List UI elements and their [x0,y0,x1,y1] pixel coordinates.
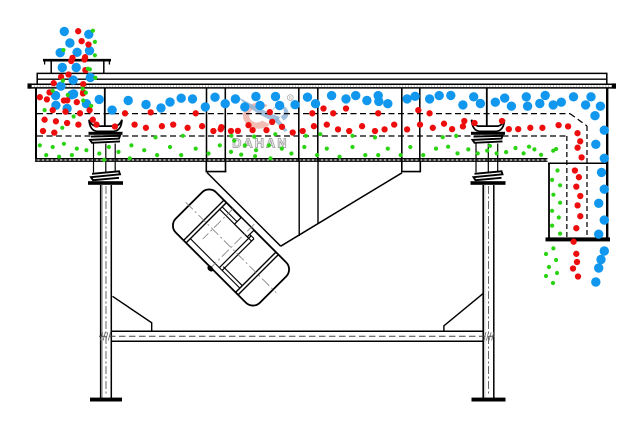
svg-text:R: R [289,96,293,102]
